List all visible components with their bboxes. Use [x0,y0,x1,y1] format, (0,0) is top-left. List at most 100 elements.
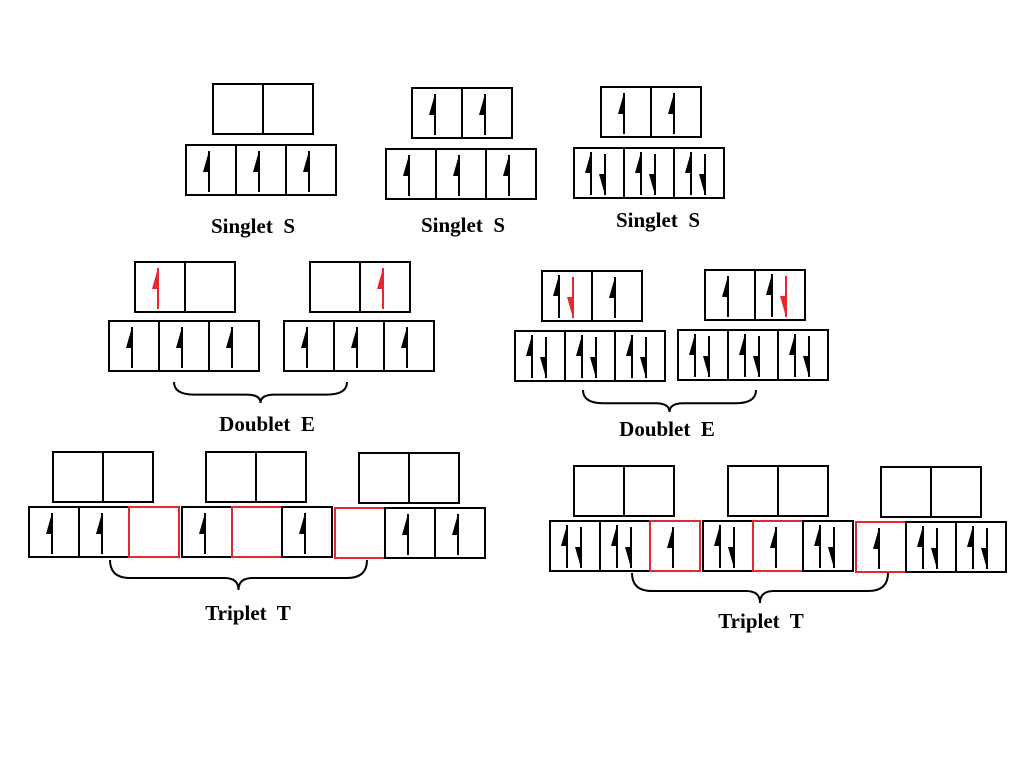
lower-orbital-row-cell-2 [78,506,130,558]
spin-down-arrow-icon [828,527,835,568]
spin-up-arrow-icon [452,514,459,555]
spin-up-arrow-icon [303,151,310,192]
spin-up-arrow-icon [199,513,206,554]
lower-orbital-row-cell-2 [727,329,779,381]
lower-orbital-row-cell-3 [128,506,180,558]
spin-up-arrow-icon [526,335,533,378]
spin-up-arrow-icon [873,528,880,569]
lower-orbital-row-cell-2 [384,507,436,559]
spin-up-arrow-icon [401,327,408,368]
lower-orbital-row [28,506,180,558]
spin-up-arrow-icon [46,513,53,554]
spin-down-arrow-icon [703,336,710,377]
upper-orbital-row-cell-2 [650,86,702,138]
spin-up-arrow-icon [503,155,510,196]
upper-orbital-row-cell-2 [255,451,307,503]
spin-down-arrow-icon [780,276,787,317]
lower-orbital-row-cell-1 [28,506,80,558]
electron-configuration [702,465,854,572]
spin-up-arrow-icon [618,93,625,134]
lower-orbital-row-cell-2 [623,147,675,199]
electron-configuration [28,451,180,558]
spin-up-arrow-icon [722,276,729,317]
lower-orbital-row [108,320,260,372]
lower-orbital-row-cell-3 [281,506,333,558]
upper-orbital-row-cell-1 [727,465,779,517]
electron-configuration [855,466,1007,573]
spin-up-arrow-icon [351,327,358,368]
spin-down-arrow-icon [599,154,606,195]
lower-orbital-row [549,520,701,572]
lower-orbital-row-cell-1 [855,521,907,573]
electron-configuration [185,83,337,196]
state-group-singlet-3: Singlet S [573,86,725,232]
lower-orbital-row-cell-2 [333,320,385,372]
upper-orbital-row-cell-1 [134,261,186,313]
lower-orbital-row-cell-1 [334,507,386,559]
lower-orbital-row-cell-3 [777,329,829,381]
spin-up-arrow-icon [479,94,486,135]
spin-up-arrow-icon [714,525,721,568]
spin-down-arrow-icon [567,277,574,318]
electron-configuration [549,465,701,572]
upper-orbital-row-cell-2 [408,452,460,504]
spin-down-arrow-icon [931,528,938,569]
lower-orbital-row-cell-2 [231,506,283,558]
spin-down-arrow-icon [699,154,706,195]
lower-orbital-row-cell-2 [752,520,804,572]
upper-orbital-row-cell-2 [359,261,411,313]
lower-orbital-row-cell-1 [185,144,237,196]
upper-orbital-row-cell-2 [623,465,675,517]
curly-brace [173,381,348,404]
lower-orbital-row-cell-2 [158,320,210,372]
upper-orbital-row [704,269,806,321]
upper-orbital-row [134,261,236,313]
spin-up-arrow-icon [176,327,183,368]
state-label: Doublet E [619,417,715,441]
state-group-singlet-1: Singlet S [185,83,337,238]
upper-orbital-row-cell-2 [184,261,236,313]
spin-up-arrow-icon [967,526,974,569]
spin-up-arrow-icon [152,268,159,309]
spin-up-arrow-icon [689,334,696,377]
spin-up-arrow-icon [668,93,675,134]
lower-orbital-row [283,320,435,372]
state-group-doublet-2: Doublet E [514,269,829,441]
upper-orbital-row-cell-1 [309,261,361,313]
lower-orbital-row-cell-3 [802,520,854,572]
spin-down-arrow-icon [575,527,582,568]
upper-orbital-row-cell-1 [358,452,410,504]
lower-orbital-row-cell-1 [181,506,233,558]
spin-up-arrow-icon [429,94,436,135]
upper-orbital-row [205,451,307,503]
spin-down-arrow-icon [753,336,760,377]
lower-orbital-row-cell-3 [614,330,666,382]
lower-orbital-row [181,506,333,558]
upper-orbital-row-cell-2 [754,269,806,321]
spin-up-arrow-icon [453,155,460,196]
lower-orbital-row-cell-1 [573,147,625,199]
lower-orbital-row-cell-1 [385,148,437,200]
spin-up-arrow-icon [226,327,233,368]
lower-orbital-row-cell-3 [485,148,537,200]
lower-orbital-row [702,520,854,572]
lower-orbital-row-cell-2 [235,144,287,196]
lower-orbital-row [385,148,537,200]
upper-orbital-row-cell-2 [102,451,154,503]
state-label: Singlet S [616,208,700,232]
spin-up-arrow-icon [585,152,592,195]
upper-orbital-row-cell-1 [52,451,104,503]
lower-orbital-row-cell-1 [514,330,566,382]
spin-down-arrow-icon [640,337,647,378]
lower-orbital-row-cell-3 [383,320,435,372]
spin-up-arrow-icon [403,155,410,196]
spin-down-arrow-icon [981,528,988,569]
lower-orbital-row-cell-3 [673,147,725,199]
spin-up-arrow-icon [611,525,618,568]
upper-orbital-row-cell-1 [880,466,932,518]
lower-orbital-row-cell-2 [599,520,651,572]
upper-orbital-row [727,465,829,517]
upper-orbital-row-cell-2 [930,466,982,518]
